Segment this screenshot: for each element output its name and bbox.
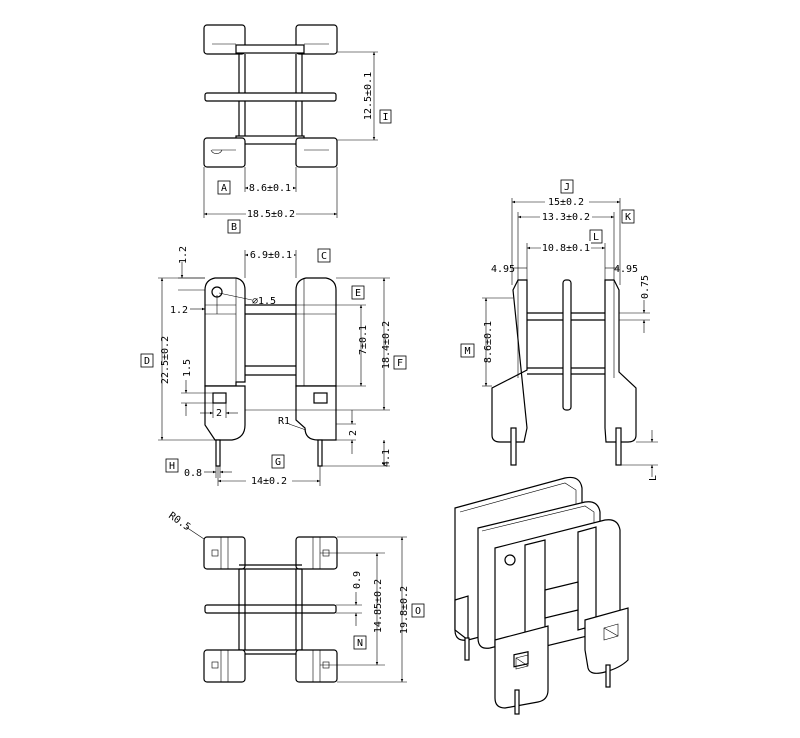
bottom-dim-0-9: 0.9 [336, 571, 363, 626]
front-dim-1-2-top: 1.2 [178, 246, 205, 291]
top-view-outline [203, 24, 338, 168]
dim-7-label: 7±0.1 [358, 325, 369, 355]
front-view: 1.2 6.9±0.1 C ⌀1.5 1.2 [140, 246, 407, 487]
tag-g: G [271, 454, 285, 469]
dim-1-2-top-label: 1.2 [178, 246, 189, 264]
svg-text:F: F [397, 358, 403, 369]
dim-15-label: 15±0.2 [548, 197, 584, 208]
svg-text:C: C [321, 251, 327, 262]
dim-r0-5-label: R0.5 [166, 510, 192, 533]
tag-i: I [379, 109, 392, 124]
svg-text:J: J [564, 182, 570, 193]
dim-0-8-label: 0.8 [184, 468, 202, 479]
dim-18-4-label: 18.4±0.2 [381, 321, 392, 369]
front-dim-phi-1-5: ⌀1.5 [218, 292, 276, 307]
dim-8-6-side-label: 8.6±0.1 [483, 321, 494, 363]
dim-14-label: 14±0.2 [251, 476, 287, 487]
dim-phi-1-5-label: ⌀1.5 [252, 296, 276, 307]
svg-text:O: O [415, 606, 421, 617]
side-dim-4-95-left: 4.95 [491, 264, 527, 275]
side-dim-13-3: 13.3±0.2 [517, 210, 615, 280]
front-dim-7: 7±0.1 [336, 304, 369, 387]
front-dim-14: 14±0.2 [217, 466, 321, 487]
svg-text:A: A [221, 183, 227, 194]
side-dim-10-8: 10.8±0.1 [526, 241, 606, 280]
dim-13-3-label: 13.3±0.2 [542, 212, 590, 223]
side-dim-15: 15±0.2 [511, 195, 621, 285]
svg-text:K: K [625, 212, 631, 223]
dim-0-75-label: 0.75 [640, 275, 651, 299]
tag-c: C [317, 248, 331, 263]
tag-a: A [217, 180, 231, 195]
tag-h: H [165, 458, 179, 473]
side-l-label: L [648, 475, 659, 481]
side-view-outline [491, 279, 637, 466]
side-dim-0-75: 0.75 [619, 275, 651, 333]
dim-12-5-label: 12.5±0.1 [363, 72, 374, 120]
svg-text:L: L [593, 232, 599, 243]
svg-text:I: I [382, 112, 388, 123]
tag-f: F [393, 355, 407, 370]
tag-d: D [140, 353, 154, 368]
top-view: 12.5±0.1 I 8.6±0.1 A 18.5±0.2 B [203, 24, 392, 234]
dim-4-95-left-label: 4.95 [491, 264, 515, 275]
dim-4-1-label: 4.1 [381, 449, 392, 467]
dim-14-85-label: 14.85±0.2 [373, 579, 384, 633]
dim-10-8-label: 10.8±0.1 [542, 243, 590, 254]
svg-text:H: H [169, 461, 175, 472]
front-dim-0-8: 0.8 [184, 466, 232, 479]
bottom-view-outline [203, 536, 338, 683]
dim-18-5-label: 18.5±0.2 [247, 209, 295, 220]
tag-j: J [560, 179, 574, 194]
front-dim-18-4: 18.4±0.2 [245, 277, 392, 411]
front-dim-4-1: 4.1 [322, 440, 392, 467]
svg-text:N: N [357, 638, 363, 649]
dim-1-5-label: 1.5 [182, 359, 193, 377]
front-dim-r1: R1 [278, 416, 307, 431]
side-view: 15±0.2 J 13.3±0.2 K L 10.8±0.1 [460, 179, 659, 481]
dim-0-9-label: 0.9 [352, 571, 363, 589]
dim-22-5-label: 22.5±0.2 [160, 336, 171, 384]
dim-2-right-label: 2 [348, 430, 359, 436]
front-dim-6-9: 6.9±0.1 [244, 248, 297, 278]
top-dim-12-5: 12.5±0.1 [337, 51, 378, 141]
tag-n: N [353, 635, 367, 650]
bottom-dim-14-85: 14.85±0.2 [320, 552, 385, 666]
front-dim-1-5: 1.5 [181, 359, 213, 416]
tag-b: B [227, 219, 241, 234]
svg-text:D: D [144, 356, 150, 367]
top-dim-18-5: 18.5±0.2 [203, 167, 338, 220]
tag-o: O [411, 603, 425, 618]
side-dim-8-6: 8.6±0.1 [482, 297, 513, 387]
dim-1-2-left-label: 1.2 [170, 305, 188, 316]
dim-r1-label: R1 [278, 416, 290, 427]
tag-l: L [589, 229, 603, 244]
top-dim-8-6: 8.6±0.1 [244, 167, 297, 194]
isometric-view [454, 476, 629, 715]
tag-m: M [460, 343, 475, 358]
tag-k: K [621, 209, 635, 224]
front-view-outline [204, 277, 337, 467]
bottom-view: R0.5 0.9 14.85±0.2 N 19.8±0.2 [166, 510, 425, 683]
dim-19-8-label: 19.8±0.2 [399, 586, 410, 634]
bottom-dim-r0-5: R0.5 [166, 510, 205, 540]
front-dim-1-2-left: 1.2 [170, 295, 218, 316]
svg-text:M: M [464, 346, 470, 357]
side-dim-4-95-right: 4.95 [605, 264, 638, 275]
front-dim-2-left: 2 [200, 403, 238, 419]
bottom-dim-19-8: 19.8±0.2 [337, 536, 410, 683]
front-dim-2-right: 2 [336, 410, 359, 454]
svg-text:E: E [355, 288, 361, 299]
dim-4-95-right-label: 4.95 [614, 264, 638, 275]
svg-text:G: G [275, 457, 281, 468]
front-dim-22-5: 22.5±0.2 [158, 277, 216, 441]
tag-e: E [351, 285, 365, 300]
dim-6-9-label: 6.9±0.1 [250, 250, 292, 261]
dim-2-left-label: 2 [216, 408, 222, 419]
side-dim-l: L [621, 430, 659, 481]
svg-text:B: B [231, 222, 237, 233]
dim-8-6-label: 8.6±0.1 [249, 183, 291, 194]
